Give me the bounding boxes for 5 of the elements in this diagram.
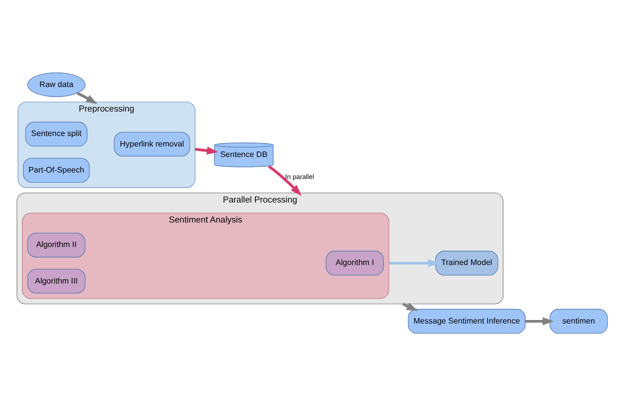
arrow: [388, 258, 440, 267]
arrow: [76, 91, 98, 104]
arrow: [268, 164, 302, 196]
arrow: [525, 316, 554, 325]
arrow: [194, 146, 218, 154]
